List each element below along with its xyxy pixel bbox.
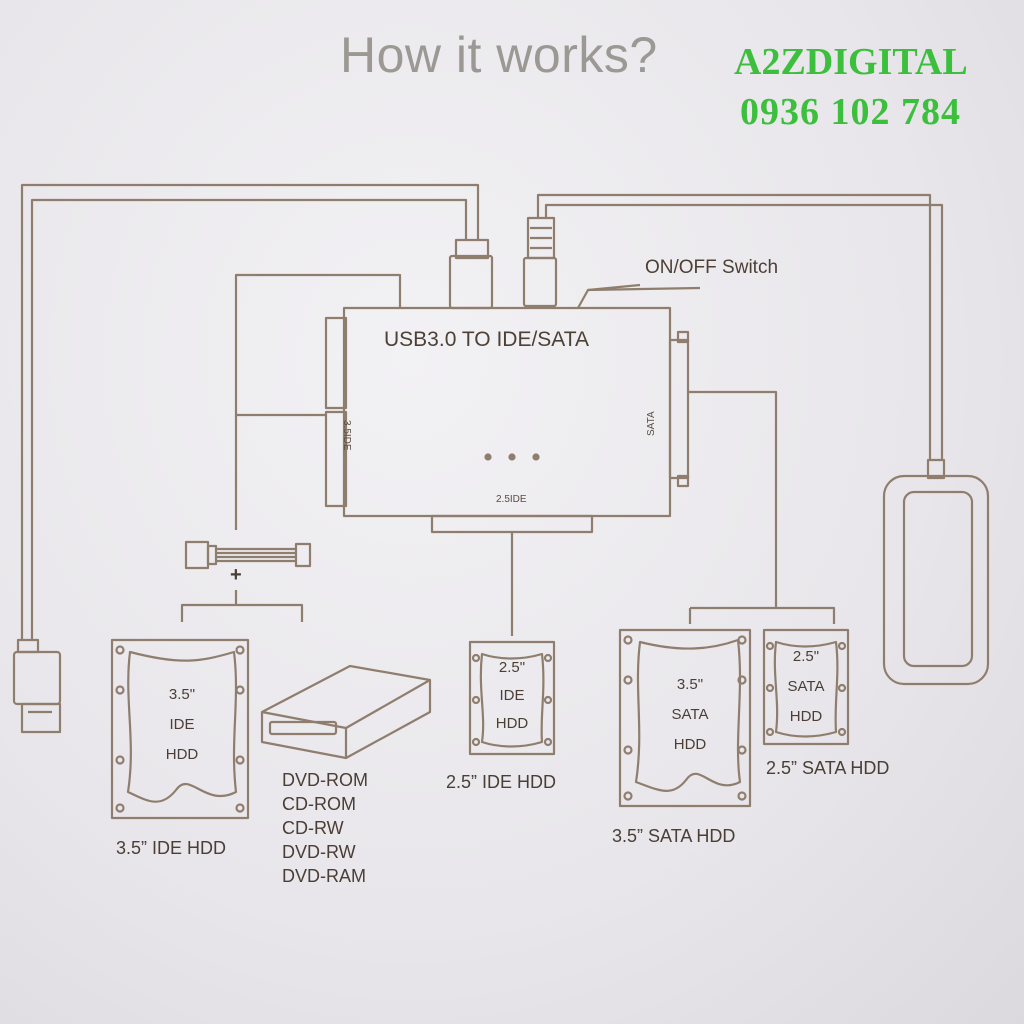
ide25-hdd-label: 2.5" IDE HDD <box>495 659 529 732</box>
power-connector-icon <box>522 216 558 308</box>
optical-drive-list: DVD-ROM CD-ROM CD-RW DVD-RW DVD-RAM <box>282 770 368 886</box>
ide35-hdd-label: 3.5" IDE HDD <box>165 686 199 763</box>
usb-connector-icon <box>448 238 494 310</box>
port-sata-label: SATA <box>646 411 657 436</box>
ide25-hdd-icon <box>468 640 556 756</box>
sata35-hdd-icon <box>618 628 752 808</box>
switch-label: ON/OFF Switch <box>645 257 779 278</box>
molex-cable-icon <box>184 540 312 570</box>
device-label: USB3.0 TO IDE/SATA <box>384 328 590 351</box>
sata25-hdd-icon <box>762 628 850 746</box>
sata35-hdd-label: 3.5" SATA HDD <box>671 676 709 753</box>
sata25-caption: 2.5” SATA HDD <box>766 758 890 778</box>
ide35-caption: 3.5” IDE HDD <box>116 838 227 858</box>
phone-watermark: 0936 102 784 <box>740 91 961 133</box>
usb-cable <box>20 183 480 640</box>
brand-watermark: A2ZDIGITAL <box>734 41 968 83</box>
port-25ide-label: 2.5IDE <box>496 494 527 505</box>
ide25-caption: 2.5” IDE HDD <box>446 772 557 792</box>
power-cable <box>536 193 932 460</box>
page-title: How it works? <box>340 27 658 83</box>
sata25-hdd-label: 2.5" SATA HDD <box>787 648 825 725</box>
ide35-link <box>234 273 402 530</box>
optical-drive-icon <box>260 664 432 760</box>
ide35-hdd-icon <box>110 638 250 820</box>
sata35-caption: 3.5” SATA HDD <box>612 826 736 846</box>
power-plus-label: + <box>230 564 242 586</box>
power-adapter-icon <box>882 458 990 686</box>
adapter-device <box>324 283 690 534</box>
sata-link <box>688 390 778 608</box>
usb-plug-icon <box>12 638 62 734</box>
port-35ide-label: 3.5IDE <box>341 420 352 451</box>
